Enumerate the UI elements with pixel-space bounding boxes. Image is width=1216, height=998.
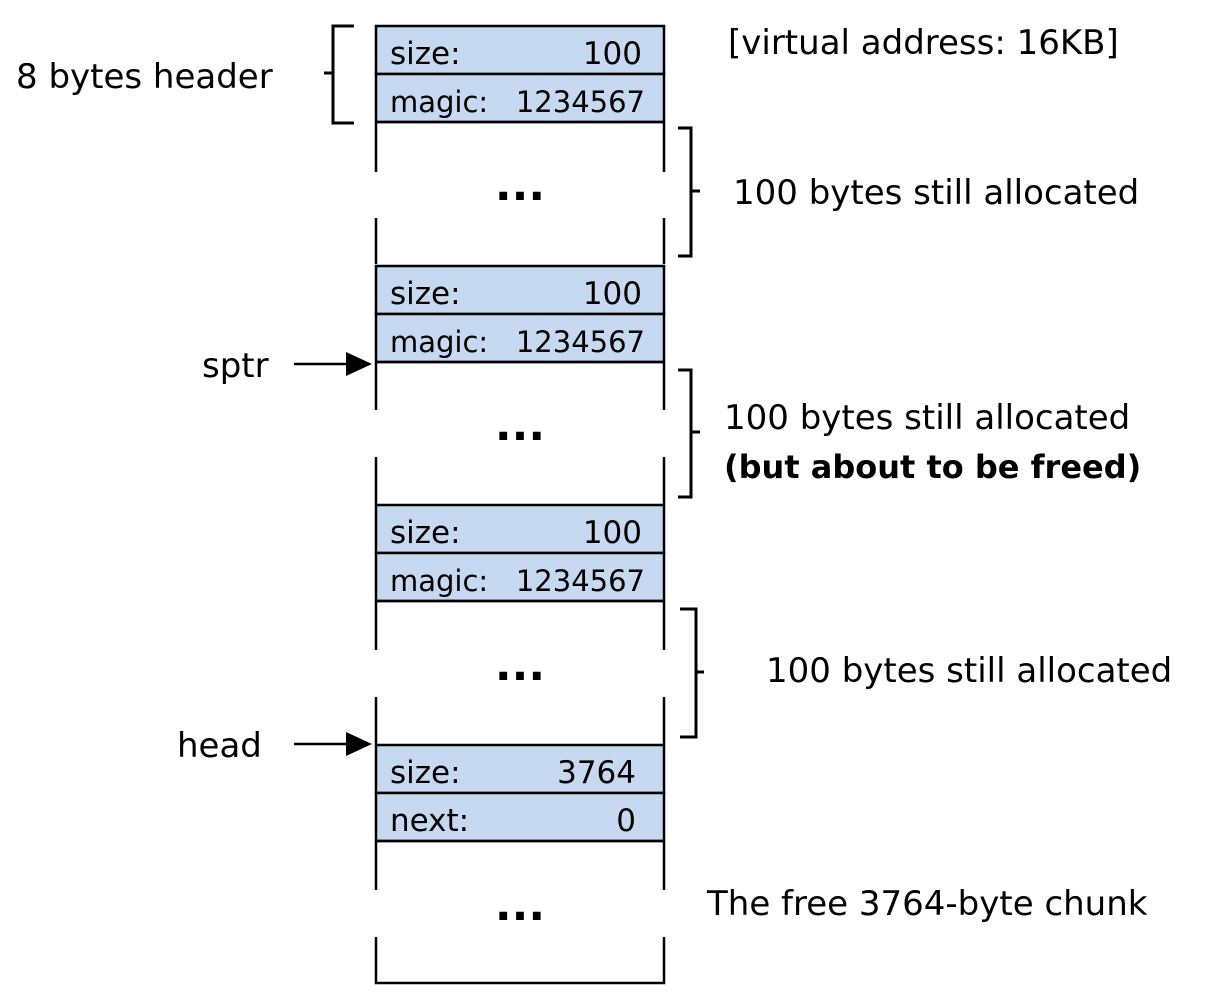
memory-block-1: size: 100 magic: 1234567 ... 100 bytes s… <box>374 264 1141 504</box>
ellipsis: ... <box>495 160 545 211</box>
ellipsis: ... <box>495 400 545 451</box>
header-field-size <box>374 24 666 76</box>
head-pointer: head <box>177 726 372 766</box>
block-label: 100 bytes still allocated <box>766 651 1172 691</box>
field-value: 1234567 <box>516 564 645 598</box>
field-name: size: <box>390 276 461 312</box>
block-body-outline <box>374 599 666 744</box>
field-name: magic: <box>390 85 488 119</box>
arrow-right-icon <box>346 352 372 376</box>
head-label: head <box>177 726 262 766</box>
field-value: 0 <box>616 803 636 839</box>
ellipsis: ... <box>495 880 545 931</box>
allocated-brace <box>680 607 704 739</box>
block-label: 100 bytes still allocated <box>724 398 1130 438</box>
field-value: 100 <box>583 276 642 312</box>
block-body-outline <box>374 839 666 985</box>
field-name: magic: <box>390 564 488 598</box>
block-body-outline <box>374 120 666 264</box>
field-value: 1234567 <box>516 85 645 119</box>
field-value: 100 <box>583 515 642 551</box>
field-name: size: <box>390 755 461 791</box>
allocated-brace <box>678 368 700 499</box>
header-field-magic <box>374 551 666 603</box>
field-name: next: <box>390 803 469 839</box>
field-value: 1234567 <box>516 325 645 359</box>
header-size-label: 8 bytes header <box>16 57 273 97</box>
free-chunk-label: The free 3764-byte chunk <box>706 884 1148 924</box>
field-value: 3764 <box>557 755 636 791</box>
sptr-pointer: sptr <box>202 346 372 386</box>
arrow-right-icon <box>346 732 372 756</box>
block-label-bold: (but about to be freed) <box>724 448 1141 486</box>
virtual-address-label: [virtual address: 16KB] <box>728 23 1119 63</box>
memory-block-2: size: 100 magic: 1234567 ... 100 bytes s… <box>374 503 1172 744</box>
memory-block-3: size: 3764 next: 0 ... The free 3764-byt… <box>374 743 1148 985</box>
field-name: size: <box>390 515 461 551</box>
sptr-label: sptr <box>202 346 269 386</box>
allocated-brace <box>678 126 700 258</box>
ellipsis: ... <box>495 640 545 691</box>
field-value: 100 <box>583 36 642 72</box>
field-name: magic: <box>390 325 488 359</box>
header-brace <box>324 24 354 125</box>
header-field-size <box>374 743 666 795</box>
block-label: 100 bytes still allocated <box>733 173 1139 213</box>
field-name: size: <box>390 36 461 72</box>
block-body-outline <box>374 360 666 504</box>
header-field-size <box>374 264 666 316</box>
memory-block-0: size: 100 magic: 1234567 ... 100 bytes s… <box>374 24 1139 264</box>
header-field-magic <box>374 72 666 124</box>
